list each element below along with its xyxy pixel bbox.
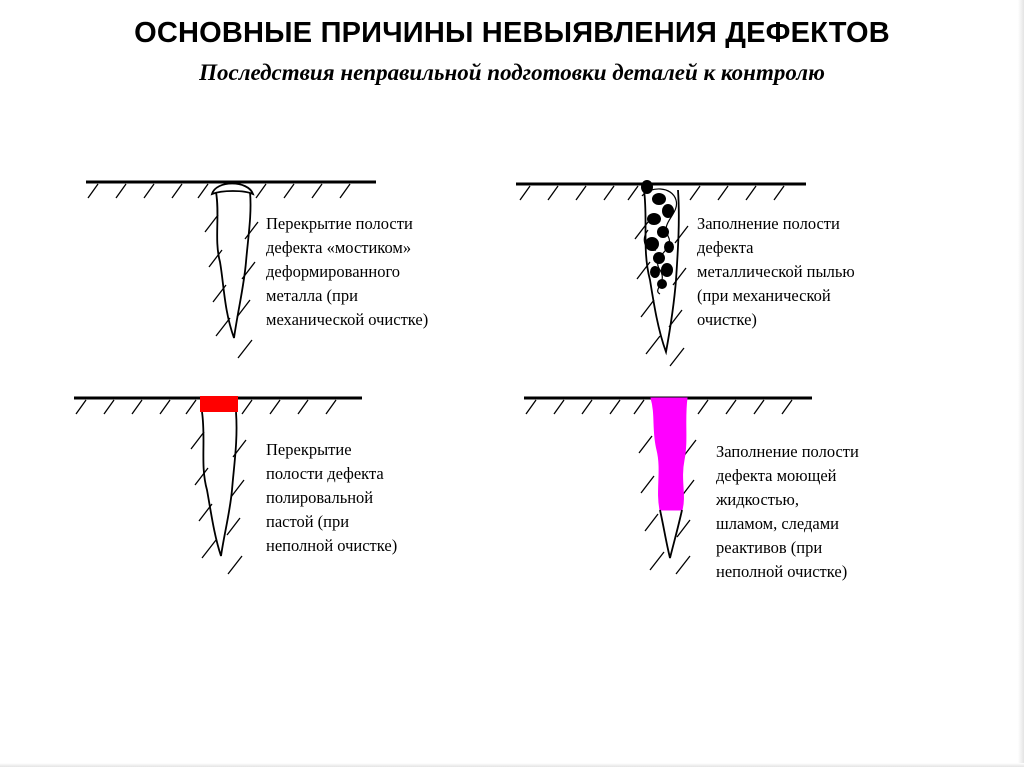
- crack-outline: [659, 509, 683, 559]
- slide-shadow-bottom: [0, 763, 1024, 767]
- caption-line: Перекрытие: [266, 440, 352, 459]
- slide-subtitle: Последствия неправильной подготовки дета…: [199, 60, 825, 85]
- panel-paste-diagram: [74, 396, 362, 575]
- caption-line: дефекта «мостиком»: [266, 238, 412, 257]
- caption-line: металла (при: [266, 286, 358, 305]
- caption-line: очистке): [697, 310, 757, 329]
- panel-bridge-diagram: [86, 180, 376, 359]
- slide-title: ОСНОВНЫЕ ПРИЧИНЫ НЕВЫЯВЛЕНИЯ ДЕФЕКТОВ: [134, 17, 890, 49]
- crack-outline: [643, 189, 680, 356]
- caption-line: неполной очистке): [266, 536, 398, 555]
- caption-line: Перекрытие полости: [266, 214, 413, 233]
- crack-outline: [201, 411, 238, 557]
- caption-line: жидкостью,: [716, 490, 799, 509]
- caption-line: Заполнение полости: [697, 214, 840, 233]
- crack-outline: [215, 191, 252, 339]
- dust-outline: [641, 188, 678, 295]
- washing-liquid: [650, 397, 688, 511]
- caption-line: дефекта моющей: [716, 466, 837, 485]
- metal-dust: [641, 180, 674, 289]
- caption-line: шламом, следами: [716, 514, 839, 533]
- caption-line: механической очистке): [266, 310, 429, 329]
- caption-line: реактивов (при: [716, 538, 823, 557]
- caption-line: пастой (при: [266, 512, 350, 531]
- caption-liquid: Заполнение полости дефекта моющей жидкос…: [716, 440, 859, 584]
- slide-shadow-right: [1018, 0, 1024, 767]
- caption-line: полировальной: [266, 488, 374, 507]
- caption-line: (при механической: [697, 286, 831, 305]
- metal-bridge: [210, 182, 255, 196]
- caption-line: металлической пылью: [697, 262, 855, 281]
- polishing-paste-cap: [200, 396, 238, 412]
- caption-line: деформированного: [266, 262, 401, 281]
- caption-line: дефекта: [697, 238, 754, 257]
- caption-line: Заполнение полости: [716, 442, 859, 461]
- caption-bridge: Перекрытие полости дефекта «мостиком» де…: [266, 212, 428, 332]
- panel-liquid-diagram: [524, 396, 812, 575]
- caption-line: неполной очистке): [716, 562, 848, 581]
- caption-line: полости дефекта: [266, 464, 384, 483]
- caption-paste: Перекрытие полости дефекта полировальной…: [266, 438, 397, 558]
- panel-dust-diagram: [516, 180, 806, 367]
- caption-dust: Заполнение полости дефекта металлической…: [697, 212, 855, 332]
- surface-hatching: [525, 399, 793, 575]
